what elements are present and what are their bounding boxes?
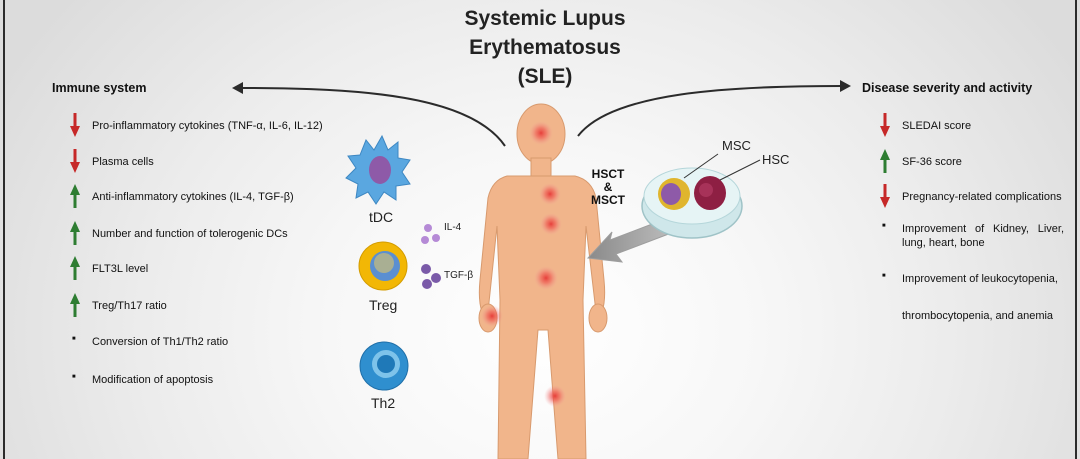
inflammation-spots	[481, 121, 566, 407]
decrease-arrow-icon	[880, 113, 890, 142]
decrease-arrow-icon	[880, 184, 890, 213]
curve-arrow-right-head	[840, 80, 851, 92]
th2-label: Th2	[371, 395, 396, 411]
tdc-label: tDC	[369, 209, 394, 225]
immune-system-item: Modification of apoptosis	[92, 374, 214, 386]
immune-system-item: Conversion of Th1/Th2 ratio	[92, 336, 229, 348]
therapy-arrow	[586, 217, 675, 263]
petri-dish	[641, 153, 761, 239]
immune-system-item: Plasma cells	[92, 156, 154, 168]
immune-system-item: FLT3L level	[92, 263, 149, 275]
diagram-title: Systemic Lupus Erythematosus (SLE)	[395, 4, 695, 91]
bullet-icon: ■	[72, 374, 76, 380]
disease-severity-heading: Disease severity and activity	[862, 81, 1033, 95]
therapy-label-amp: &	[603, 180, 613, 194]
increase-arrow-icon	[70, 293, 80, 322]
increase-arrow-icon	[880, 149, 890, 178]
disease-severity-item: Improvement of Kidney, Liver, lung, hear…	[902, 223, 1064, 249]
il4-label: IL-4	[444, 222, 462, 233]
right-frame-border	[1075, 0, 1077, 459]
therapy-label-hsct: HSCT	[591, 167, 625, 181]
title-line-1: Systemic Lupus	[464, 7, 626, 30]
therapy-label: HSCT & MSCT	[588, 168, 628, 207]
curve-arrow-left	[239, 87, 506, 147]
disease-severity-item: SLEDAI score	[902, 120, 972, 132]
immune-system-item: Treg/Th17 ratio	[92, 300, 167, 312]
disease-severity-item: Improvement of leukocytopenia,	[902, 273, 1058, 285]
left-frame-border	[3, 0, 5, 459]
th2-cell	[359, 341, 409, 391]
treg-label: Treg	[369, 297, 398, 313]
immune-system-item: Pro-inflammatory cytokines (TNF-α, IL-6,…	[92, 120, 323, 132]
immune-system-item: Number and function of tolerogenic DCs	[92, 228, 288, 240]
disease-severity-item: SF-36 score	[902, 156, 962, 168]
curve-arrow-right	[577, 85, 843, 137]
therapy-label-msct: MSCT	[591, 193, 625, 207]
bullet-icon: ■	[882, 273, 886, 279]
treg-cell	[358, 241, 408, 291]
decrease-arrow-icon	[70, 149, 80, 178]
increase-arrow-icon	[70, 184, 80, 213]
decrease-arrow-icon	[70, 113, 80, 142]
immune-system-item: Anti-inflammatory cytokines (IL-4, TGF-β…	[92, 191, 294, 203]
tdc-cell	[345, 134, 411, 205]
bullet-icon: ■	[882, 223, 886, 229]
title-line-3: (SLE)	[517, 65, 573, 88]
bullet-icon: ■	[72, 336, 76, 342]
il4-dots	[421, 224, 440, 244]
increase-arrow-icon	[70, 256, 80, 285]
title-line-2: Erythematosus	[469, 36, 621, 59]
disease-severity-item: Pregnancy-related complications	[902, 191, 1062, 203]
tgfb-dots	[421, 264, 441, 289]
msc-label: MSC	[722, 138, 751, 153]
increase-arrow-icon	[70, 221, 80, 250]
curve-arrow-left-head	[232, 82, 243, 94]
disease-severity-item: thrombocytopenia, and anemia	[902, 310, 1054, 322]
immune-system-heading: Immune system	[52, 81, 147, 95]
tgfb-label: TGF-β	[444, 270, 474, 281]
hsc-label: HSC	[762, 152, 790, 167]
